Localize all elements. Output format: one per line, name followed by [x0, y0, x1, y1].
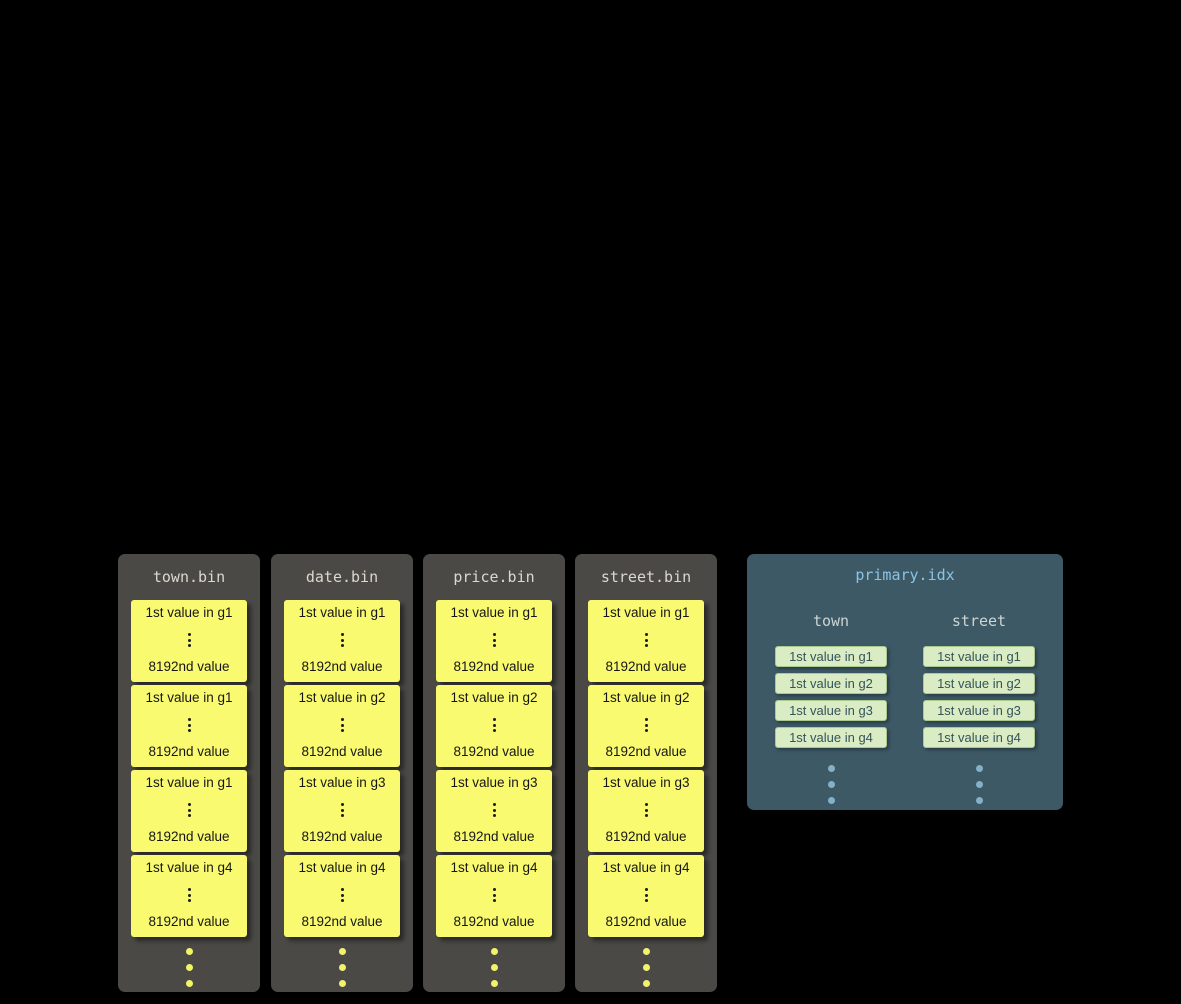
granule-first-value: 1st value in g3	[450, 775, 538, 790]
granule-first-value: 1st value in g1	[145, 605, 233, 620]
index-entry-chip: 1st value in g3	[775, 700, 887, 721]
granule-last-value: 8192nd value	[453, 744, 535, 759]
granule-block: 1st value in g1 8192nd value	[284, 600, 400, 682]
granule-block: 1st value in g4 8192nd value	[436, 855, 552, 937]
granule-last-value: 8192nd value	[148, 744, 230, 759]
bin-file-panel-street: street.bin 1st value in g1 8192nd value …	[575, 554, 717, 992]
index-column-town: town 1st value in g1 1st value in g2 1st…	[761, 596, 901, 808]
granule-first-value: 1st value in g4	[145, 860, 233, 875]
index-entry-chip: 1st value in g1	[923, 646, 1035, 667]
granule-first-value: 1st value in g1	[145, 775, 233, 790]
granule-first-value: 1st value in g4	[602, 860, 690, 875]
index-entry-chip: 1st value in g4	[923, 727, 1035, 748]
granule-block: 1st value in g1 8192nd value	[131, 600, 247, 682]
index-entry-chip: 1st value in g4	[775, 727, 887, 748]
index-entry-chip: 1st value in g3	[923, 700, 1035, 721]
granule-last-value: 8192nd value	[148, 914, 230, 929]
granule-first-value: 1st value in g1	[450, 605, 538, 620]
granule-first-value: 1st value in g3	[298, 775, 386, 790]
vertical-ellipsis-icon	[340, 886, 344, 903]
granule-block: 1st value in g1 8192nd value	[131, 685, 247, 767]
index-column-street: street 1st value in g1 1st value in g2 1…	[909, 596, 1049, 808]
granule-last-value: 8192nd value	[148, 829, 230, 844]
granule-last-value: 8192nd value	[605, 829, 687, 844]
granule-last-value: 8192nd value	[301, 744, 383, 759]
granule-last-value: 8192nd value	[453, 914, 535, 929]
granule-last-value: 8192nd value	[605, 744, 687, 759]
vertical-ellipsis-icon	[492, 716, 496, 733]
granule-last-value: 8192nd value	[301, 914, 383, 929]
vertical-ellipsis-icon	[187, 631, 191, 648]
vertical-ellipsis-icon	[644, 886, 648, 903]
granule-last-value: 8192nd value	[453, 659, 535, 674]
index-entry-chip: 1st value in g2	[923, 673, 1035, 694]
bin-file-name: town.bin	[152, 568, 226, 586]
index-entry-chip: 1st value in g1	[775, 646, 887, 667]
granule-first-value: 1st value in g4	[298, 860, 386, 875]
granule-block: 1st value in g4 8192nd value	[588, 855, 704, 937]
vertical-ellipsis-icon	[644, 631, 648, 648]
granule-last-value: 8192nd value	[301, 829, 383, 844]
granule-last-value: 8192nd value	[301, 659, 383, 674]
granule-block: 1st value in g4 8192nd value	[284, 855, 400, 937]
granule-block: 1st value in g3 8192nd value	[436, 770, 552, 852]
granule-block: 1st value in g1 8192nd value	[131, 770, 247, 852]
granule-first-value: 1st value in g1	[298, 605, 386, 620]
vertical-ellipsis-icon	[644, 801, 648, 818]
bin-file-panel-town: town.bin 1st value in g1 8192nd value 1s…	[118, 554, 260, 992]
vertical-ellipsis-icon	[492, 631, 496, 648]
index-column-header: street	[951, 612, 1007, 630]
granule-first-value: 1st value in g2	[602, 690, 690, 705]
more-granules-ellipsis-icon	[575, 943, 717, 991]
bin-file-panel-date: date.bin 1st value in g1 8192nd value 1s…	[271, 554, 413, 992]
index-entry-chip: 1st value in g2	[775, 673, 887, 694]
vertical-ellipsis-icon	[340, 631, 344, 648]
granule-first-value: 1st value in g2	[298, 690, 386, 705]
vertical-ellipsis-icon	[187, 716, 191, 733]
index-columns: town 1st value in g1 1st value in g2 1st…	[747, 596, 1063, 808]
granule-block: 1st value in g2 8192nd value	[588, 685, 704, 767]
granule-block: 1st value in g1 8192nd value	[436, 600, 552, 682]
granule-last-value: 8192nd value	[148, 659, 230, 674]
primary-index-panel: primary.idx town 1st value in g1 1st val…	[747, 554, 1063, 810]
granule-block: 1st value in g1 8192nd value	[588, 600, 704, 682]
bin-file-name: price.bin	[453, 568, 535, 586]
granule-first-value: 1st value in g3	[602, 775, 690, 790]
granule-last-value: 8192nd value	[453, 829, 535, 844]
granule-block: 1st value in g2 8192nd value	[284, 685, 400, 767]
vertical-ellipsis-icon	[340, 801, 344, 818]
more-entries-ellipsis-icon	[827, 760, 835, 808]
granule-block: 1st value in g3 8192nd value	[284, 770, 400, 852]
granule-block: 1st value in g2 8192nd value	[436, 685, 552, 767]
granule-last-value: 8192nd value	[605, 914, 687, 929]
vertical-ellipsis-icon	[187, 801, 191, 818]
granule-first-value: 1st value in g1	[602, 605, 690, 620]
granule-last-value: 8192nd value	[605, 659, 687, 674]
granule-first-value: 1st value in g4	[450, 860, 538, 875]
bin-file-panel-price: price.bin 1st value in g1 8192nd value 1…	[423, 554, 565, 992]
more-granules-ellipsis-icon	[271, 943, 413, 991]
granule-block: 1st value in g3 8192nd value	[588, 770, 704, 852]
more-entries-ellipsis-icon	[975, 760, 983, 808]
granule-first-value: 1st value in g1	[145, 690, 233, 705]
bin-file-name: street.bin	[600, 568, 692, 586]
bin-file-name: date.bin	[305, 568, 379, 586]
vertical-ellipsis-icon	[187, 886, 191, 903]
index-column-header: town	[812, 612, 850, 630]
granule-first-value: 1st value in g2	[450, 690, 538, 705]
vertical-ellipsis-icon	[644, 716, 648, 733]
vertical-ellipsis-icon	[340, 716, 344, 733]
more-granules-ellipsis-icon	[423, 943, 565, 991]
more-granules-ellipsis-icon	[118, 943, 260, 991]
granule-block: 1st value in g4 8192nd value	[131, 855, 247, 937]
index-file-name: primary.idx	[855, 566, 955, 584]
vertical-ellipsis-icon	[492, 886, 496, 903]
vertical-ellipsis-icon	[492, 801, 496, 818]
